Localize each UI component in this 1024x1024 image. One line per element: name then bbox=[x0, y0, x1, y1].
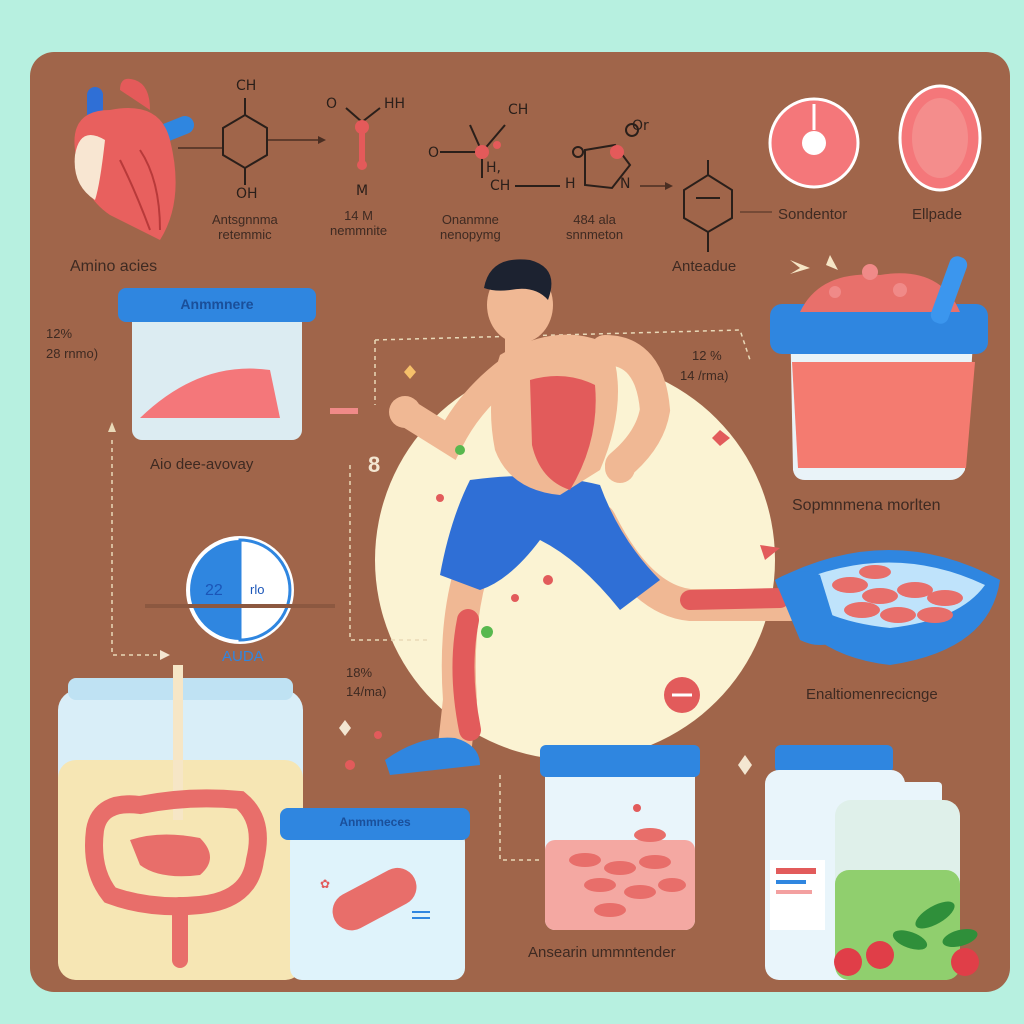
ring-icon bbox=[768, 97, 860, 189]
chem-m1-bottom: OH bbox=[236, 186, 258, 202]
powder-jar-label: Anmmnere bbox=[180, 296, 254, 312]
molecule-5-caption: Anteadue bbox=[672, 258, 737, 275]
powder-jar-icon bbox=[118, 288, 316, 440]
badge-icon bbox=[186, 536, 294, 644]
chem-m3-ch2: CH bbox=[490, 178, 511, 194]
smoothie-jar-caption: Sopmnmena morlten bbox=[792, 497, 941, 514]
dashed-connectors bbox=[111, 329, 751, 861]
molecule-3-caption: Onanmne nenopymg bbox=[440, 212, 501, 242]
jar1-stat-val: 28 rnmo) bbox=[46, 346, 99, 361]
molecule-3-icon bbox=[440, 124, 506, 178]
chem-m1-top: CH bbox=[236, 78, 257, 94]
svg-text:✿: ✿ bbox=[320, 877, 330, 891]
chem-m3-ch: CH bbox=[508, 102, 529, 118]
runner-figure-icon bbox=[385, 259, 840, 775]
ellipse-caption: Ellpade bbox=[912, 206, 963, 223]
center-number: 8 bbox=[368, 452, 381, 477]
chem-m2-m: M bbox=[356, 183, 369, 199]
ellipse-icon bbox=[898, 84, 982, 192]
heart-caption: Antsgnnma retemmic bbox=[212, 212, 278, 242]
intestine-jar-icon bbox=[58, 665, 303, 980]
chem-m3-h: H, bbox=[486, 160, 501, 176]
molecule-5-icon bbox=[683, 160, 733, 252]
pill-jar-icon bbox=[540, 745, 700, 930]
molecule-4-icon bbox=[572, 123, 639, 190]
molecule-1-icon bbox=[222, 98, 268, 185]
stat3-pct: 18% bbox=[346, 665, 373, 680]
molecule-2-caption: 14 M nemmnite bbox=[330, 208, 388, 238]
jar1-stat-pct: 12% bbox=[46, 326, 73, 341]
amino-acids-label: Amino acies bbox=[70, 258, 158, 275]
chem-m2-hh: HH bbox=[384, 96, 406, 112]
molecule-2-icon bbox=[345, 107, 381, 170]
capsule-jar-label: Anmmneces bbox=[339, 815, 411, 829]
badge-caption: AUDA bbox=[222, 648, 264, 665]
smoothie-jar-icon bbox=[770, 256, 988, 480]
molecule-4-caption: 484 ala snnmeton bbox=[566, 212, 624, 242]
chem-m4-o: Or bbox=[632, 118, 649, 134]
chem-m4-h: H bbox=[565, 176, 576, 192]
stat3-val: 14/ma) bbox=[346, 684, 387, 699]
heart-icon bbox=[74, 78, 194, 240]
jar2-stat-pct: 12 % bbox=[692, 348, 722, 363]
chem-m2-o: O bbox=[326, 96, 338, 112]
badge-right-value: rlo bbox=[250, 582, 265, 597]
ring-caption: Sondentor bbox=[778, 206, 848, 223]
capsule-jar-icon: ✿ bbox=[280, 808, 470, 980]
chem-m4-n: N bbox=[620, 176, 631, 192]
motion-sparkles-icon bbox=[339, 365, 780, 775]
pill-jar-caption: Ansearin ummntender bbox=[528, 944, 676, 961]
sparkle-icon bbox=[790, 255, 838, 274]
jar2-stat-val: 14 /rma) bbox=[680, 368, 729, 383]
powder-jar-caption: Aio dee-avovay bbox=[150, 456, 254, 473]
bowl-caption: Enaltiomenrecicnge bbox=[806, 686, 938, 703]
supplement-bottles-icon bbox=[765, 745, 979, 980]
chem-m3-o: O bbox=[428, 145, 440, 161]
badge-left-value: 22 bbox=[205, 582, 223, 599]
